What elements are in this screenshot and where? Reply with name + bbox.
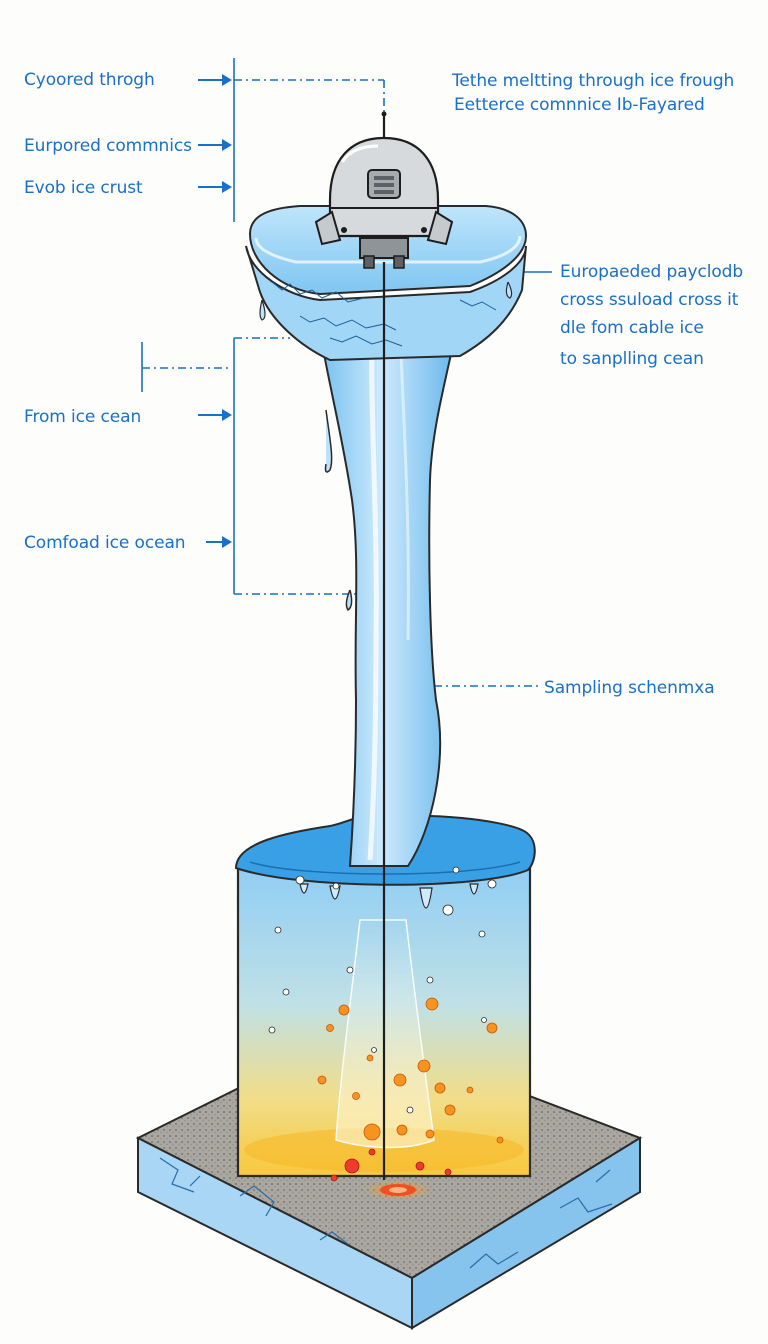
label-left-3: Evob ice crust [24,178,143,198]
label-left-5: Comfoad ice ocean [24,533,186,553]
label-mid-right-1: Europaeded payclodb [560,262,744,282]
subsurface-ocean [234,814,536,1200]
label-left-2: Eurpored commnics [24,136,192,156]
leader-arrows [198,74,232,548]
ocean-bubbles [268,866,504,1182]
ice-column [314,299,464,867]
label-left-1: Cyoored throgh [24,70,155,90]
label-mid-right-4: to sanplling cean [560,349,704,369]
label-top-right-1: Tethe meltting through ice frough [452,71,735,91]
label-mid-right-3: dle fom cable ice [560,318,704,338]
label-mid-right-2: cross ssuload cross it [560,290,739,310]
label-left-4: From ice cean [24,407,142,427]
melt-probe-capsule-icon [314,111,454,269]
label-sampling: Sampling schenmxa [544,678,715,698]
label-top-right-2: Eetterce comnnice Ib-Fayared [454,95,705,115]
